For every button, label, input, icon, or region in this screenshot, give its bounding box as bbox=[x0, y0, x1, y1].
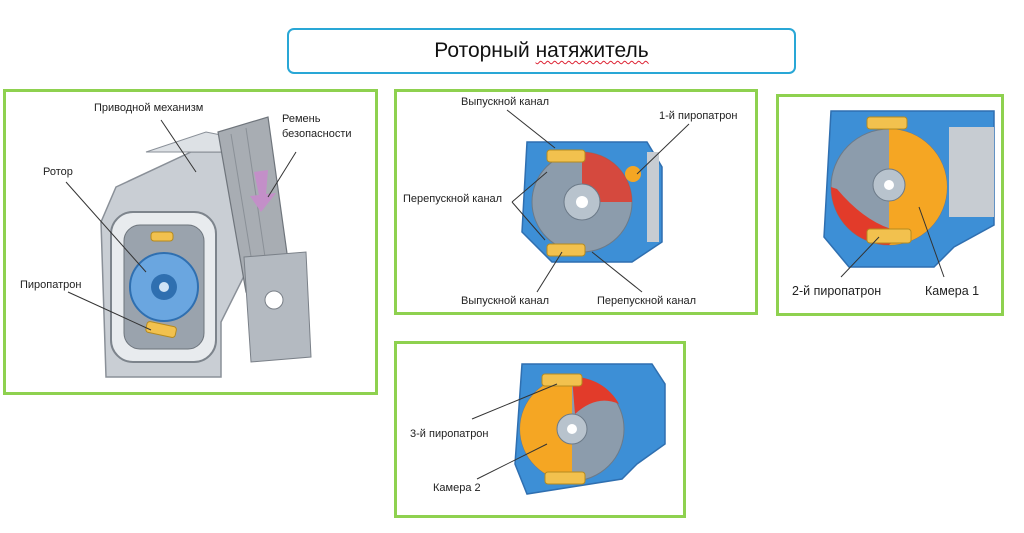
squib-1-upper bbox=[546, 149, 586, 163]
ignition-flash bbox=[625, 166, 641, 182]
label-drive-mechanism: Приводной механизм bbox=[94, 102, 203, 114]
squib-lower bbox=[145, 321, 177, 338]
panel-stage-3: 3-й пиропатрон Камера 2 bbox=[394, 341, 686, 518]
label-outlet-top: Выпускной канал bbox=[461, 96, 549, 108]
stage-3-illustration: 3-й пиропатрон Камера 2 bbox=[410, 363, 666, 495]
leader-chamber-1 bbox=[918, 206, 945, 278]
bracket-hole-icon bbox=[264, 290, 284, 310]
title-prefix: Роторный bbox=[434, 39, 536, 62]
gas-region bbox=[572, 376, 619, 414]
label-squib-3: 3-й пиропатрон bbox=[410, 428, 489, 440]
panel-stage-1: Выпускной канал 1-й пиропатрон Перепускн… bbox=[394, 89, 758, 315]
label-bypass-left: Перепускной канал bbox=[403, 193, 502, 205]
squib-lower bbox=[546, 243, 586, 257]
label-squib-1: 1-й пиропатрон bbox=[659, 110, 738, 122]
housing-plate bbox=[949, 127, 994, 217]
leader-bypass-b bbox=[511, 201, 546, 241]
leader-bypass-bottom bbox=[591, 251, 643, 293]
housing-flange bbox=[647, 152, 659, 242]
panel-stage-2: 2-й пиропатрон Камера 1 bbox=[776, 94, 1004, 316]
leader-belt bbox=[267, 151, 297, 198]
leader-rotor bbox=[65, 181, 147, 273]
chamber-2-fill bbox=[520, 377, 572, 481]
label-chamber-2: Камера 2 bbox=[433, 482, 481, 494]
squib-lower bbox=[544, 471, 586, 485]
squib-3 bbox=[541, 373, 583, 387]
squib-upper bbox=[866, 116, 908, 130]
stage-2-illustration: 2-й пиропатрон Камера 1 bbox=[792, 110, 995, 298]
leader-chamber-2 bbox=[476, 443, 548, 480]
squib-upper bbox=[150, 231, 174, 242]
belt-direction-arrow bbox=[250, 170, 276, 212]
chamber-1-fill bbox=[889, 129, 947, 245]
panel-tensioner-overview: Приводной механизм Ремень безопасности Р… bbox=[3, 89, 378, 395]
leader-outlet-top bbox=[506, 109, 556, 149]
label-squib-2: 2-й пиропатрон bbox=[792, 284, 881, 298]
leader-squib-3 bbox=[471, 383, 558, 420]
rotor-axle bbox=[576, 196, 588, 208]
label-belt-line2: безопасности bbox=[282, 128, 352, 140]
leader-drive bbox=[160, 119, 197, 173]
label-chamber-1: Камера 1 bbox=[925, 284, 979, 298]
title-word: натяжитель bbox=[535, 39, 649, 62]
rotor-axle bbox=[567, 424, 577, 434]
label-belt-line1: Ремень bbox=[282, 113, 321, 125]
squib-2 bbox=[866, 228, 912, 244]
label-rotor: Ротор bbox=[43, 166, 73, 178]
leader-squib bbox=[67, 291, 152, 331]
stage-1-illustration: Выпускной канал 1-й пиропатрон Перепускн… bbox=[403, 96, 738, 307]
page-title: Роторный натяжитель bbox=[434, 39, 648, 63]
title-box: Роторный натяжитель bbox=[287, 28, 796, 74]
leader-squib-1 bbox=[636, 123, 690, 175]
leader-squib-2 bbox=[840, 236, 880, 278]
label-outlet-bottom: Выпускной канал bbox=[461, 295, 549, 307]
tensioner-overview-illustration: Приводной механизм Ремень безопасности Р… bbox=[20, 102, 352, 378]
rotor-axle bbox=[884, 180, 894, 190]
label-bypass-bottom: Перепускной канал bbox=[597, 295, 696, 307]
label-squib: Пиропатрон bbox=[20, 279, 81, 291]
leader-bypass-a bbox=[511, 171, 548, 203]
leader-outlet-bottom bbox=[536, 251, 563, 293]
rotor-axle bbox=[159, 282, 169, 292]
